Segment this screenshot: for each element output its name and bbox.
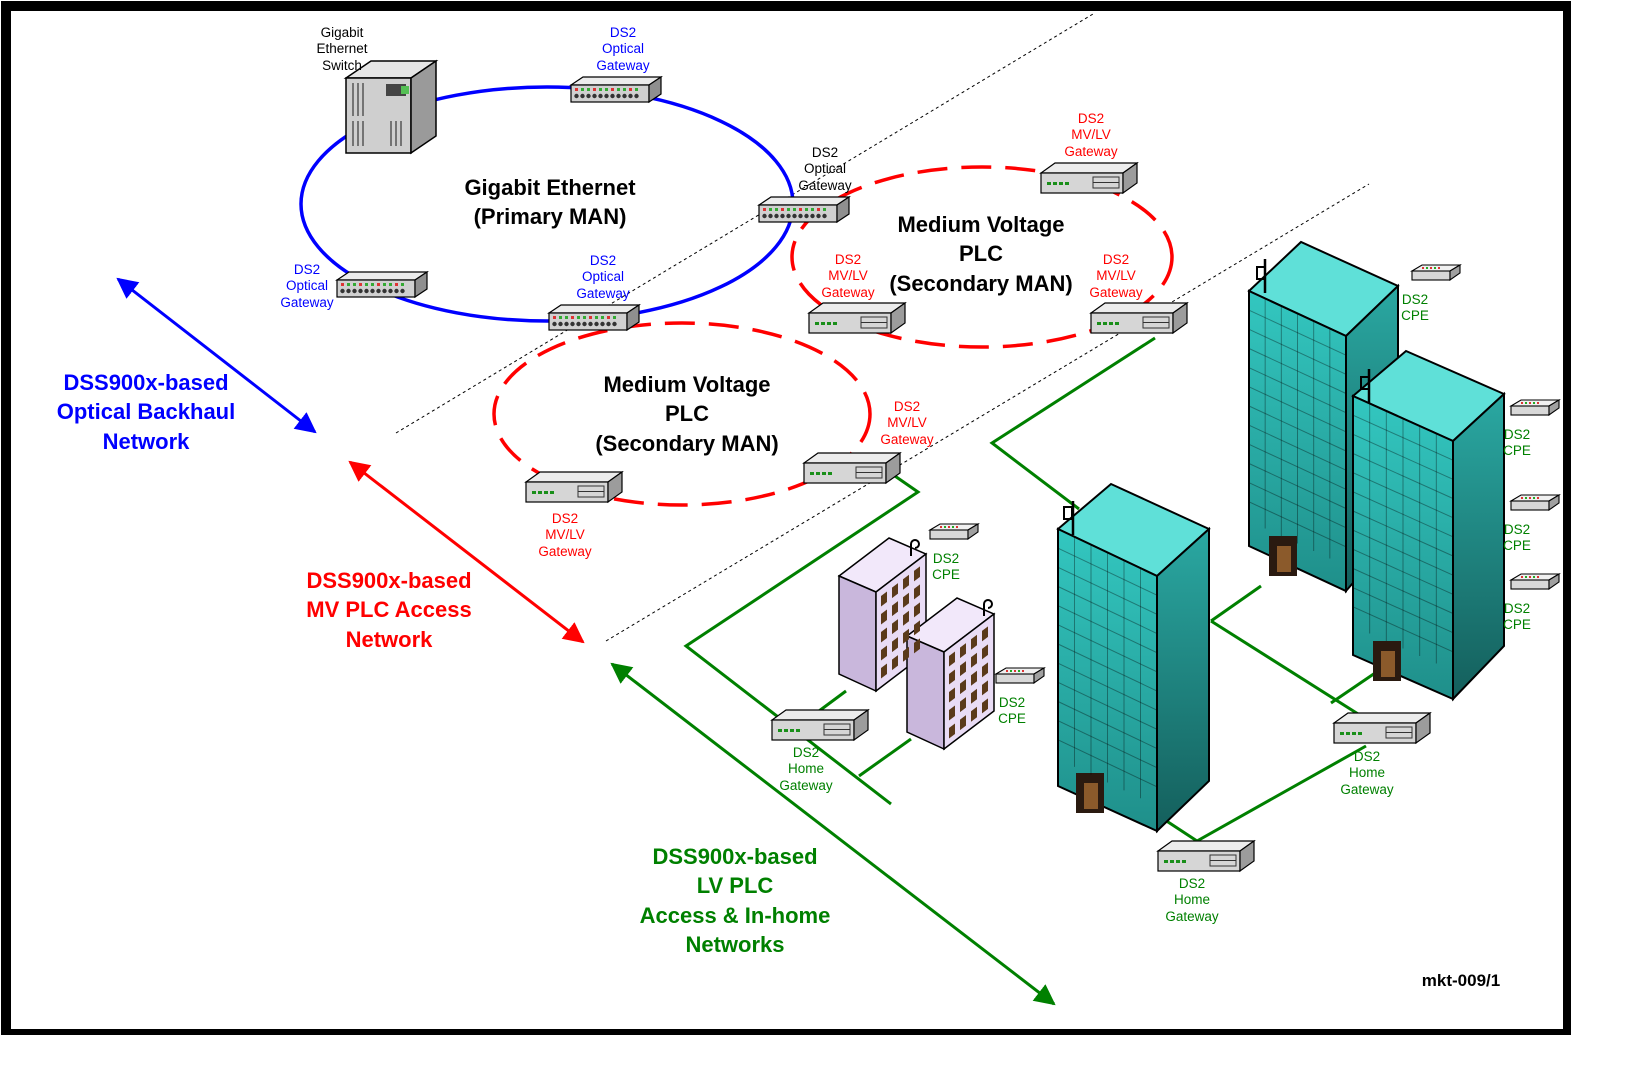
mv-right-gateway-left-label: DS2 MV/LV Gateway [821,252,875,300]
zone-divider-lower [605,183,1370,642]
optical-gateway-bottom-label: DS2 Optical Gateway [576,253,630,301]
cpe-icon-2 [1509,399,1561,417]
tower-window-grid [1057,298,1454,799]
home-gateway-label-3: DS2 Home Gateway [1165,876,1219,924]
network-diagram [116,13,1561,1006]
backhaul-arrow [116,277,317,434]
cpe-icon-3 [1509,494,1561,512]
mv-right-gateway-right-label: DS2 MV/LV Gateway [1089,252,1143,300]
mv-left-gateway-right-icon [802,451,902,485]
office-tower-front [1056,482,1211,834]
mv-right-gateway-left-icon [807,301,907,335]
home-gateway-icon-1 [770,708,870,742]
home-gateway-icon-2 [1332,711,1432,745]
apartment-building-back [837,537,928,693]
cpe-label-1: DS2 CPE [1401,292,1429,324]
office-tower-right [1351,349,1506,702]
cpe-icon-1 [1410,264,1462,282]
optical-gateway-top-icon [569,75,663,104]
network-devices [335,75,1561,873]
mv-left-gateway-bottom-icon [524,470,624,504]
lv-access-network-label: DSS900x-based LV PLC Access & In-home Ne… [639,844,831,957]
gigabit-switch-label: Gigabit Ethernet Switch [316,25,368,73]
cpe-label-6: DS2 CPE [998,695,1026,727]
cpe-label-5: DS2 CPE [932,551,960,583]
home-gateway-icon-3 [1156,839,1256,873]
mv-access-arrow [348,460,585,644]
optical-gateway-right-label: DS2 Optical Gateway [798,145,852,193]
mv-left-gateway-right-label: DS2 MV/LV Gateway [880,399,934,447]
gigabit-switch-icon [343,59,439,155]
cpe-icon-4 [1509,573,1561,591]
cpe-icon-5 [928,523,980,541]
optical-gateway-right-icon [757,195,851,224]
document-code: mkt-009/1 [1421,971,1501,990]
mv-left-ring-title: Medium Voltage PLC (Secondary MAN) [595,372,779,456]
mv-plc-ring-right [790,165,1174,349]
apartment-windows [881,566,988,739]
cpe-label-3: DS2 CPE [1503,522,1531,554]
mv-left-gateway-bottom-label: DS2 MV/LV Gateway [538,511,592,559]
mv-right-gateway-right-icon [1089,301,1189,335]
optical-gateway-left-label: DS2 Optical Gateway [280,262,334,310]
optical-gateway-left-icon [335,270,429,299]
home-gateway-label-1: DS2 Home Gateway [779,745,833,793]
home-gateway-label-2: DS2 Home Gateway [1340,749,1394,797]
optical-gateway-bottom-icon [547,303,641,332]
diagram-frame: Gigabit Ethernet Switch DS2 Optical Gate… [1,1,1571,1035]
mv-right-gateway-top-icon [1039,161,1139,195]
apartment-building-front [905,597,996,751]
gigabit-ring-title: Gigabit Ethernet (Primary MAN) [464,175,636,230]
backhaul-network-label: DSS900x-based Optical Backhaul Network [56,370,236,454]
mv-right-gateway-top-label: DS2 MV/LV Gateway [1064,111,1118,159]
optical-gateway-top-label: DS2 Optical Gateway [596,25,650,73]
mv-plc-ring-left [492,321,872,507]
cpe-label-4: DS2 CPE [1503,601,1531,633]
mv-access-network-label: DSS900x-based MV PLC Access Network [306,568,472,652]
lv-access-arrow [610,662,1056,1006]
cpe-icon-6 [994,667,1046,685]
cpe-label-2: DS2 CPE [1503,427,1531,459]
mv-right-ring-title: Medium Voltage PLC (Secondary MAN) [889,212,1073,296]
